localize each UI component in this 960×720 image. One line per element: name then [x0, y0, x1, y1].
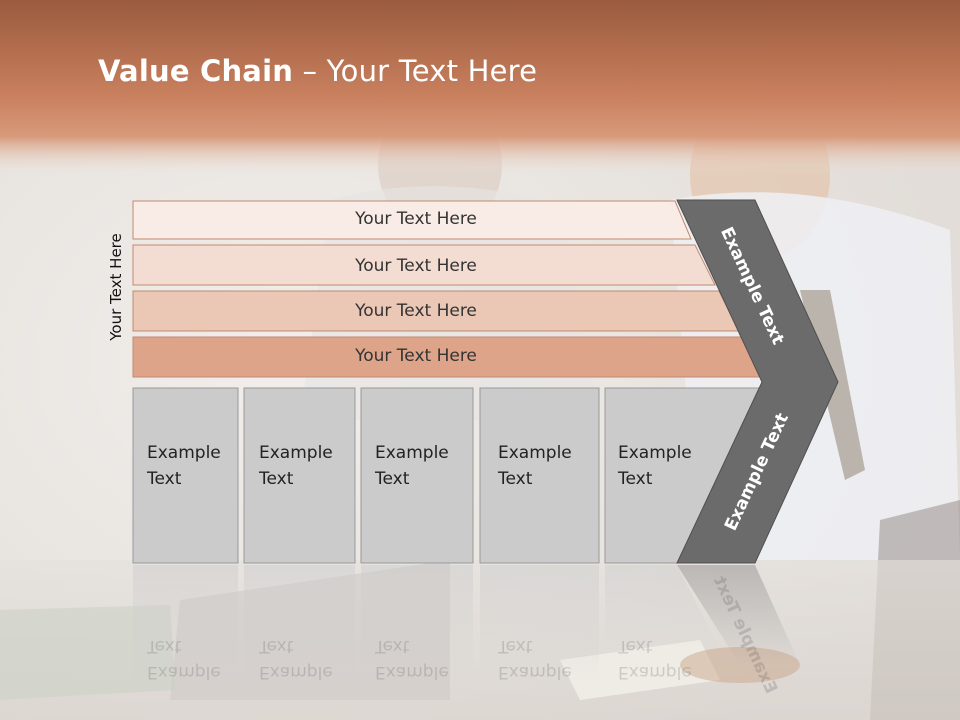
activity-box-3 — [360, 387, 474, 564]
box-reflection-label-4-line1: Example — [498, 662, 572, 682]
box-reflection-5 — [605, 565, 720, 650]
activity-box-4 — [479, 387, 600, 564]
bar-1 — [132, 200, 692, 240]
title-rest: – Your Text Here — [293, 54, 538, 88]
box-reflection-label-5: Example Text — [618, 633, 692, 685]
box-label-1-line2: Text — [147, 469, 182, 489]
box-label-3-line1: Example — [375, 443, 449, 463]
bar-label-4: Your Text Here — [355, 346, 477, 366]
bar-label-2: Your Text Here — [355, 256, 477, 276]
bar-2 — [132, 244, 716, 286]
box-label-3-line2: Text — [375, 469, 410, 489]
box-reflection-label-5-line2: Text — [618, 636, 653, 656]
box-reflection-label-4-line2: Text — [498, 636, 533, 656]
box-reflection-3 — [361, 565, 473, 685]
box-reflection-label-1: Example Text — [147, 633, 221, 685]
slide-title: Value Chain – Your Text Here — [98, 54, 537, 88]
box-reflection-2 — [244, 565, 355, 685]
box-label-4-line2: Text — [498, 469, 533, 489]
box-reflection-1 — [133, 565, 238, 685]
box-label-1-line1: Example — [147, 443, 221, 463]
box-label-2-line1: Example — [259, 443, 333, 463]
box-reflection-label-1-line2: Text — [147, 636, 182, 656]
bar-label-3: Your Text Here — [355, 301, 477, 321]
activity-box-1 — [132, 387, 239, 564]
box-reflection-label-4: Example Text — [498, 633, 572, 685]
bar-label-1: Your Text Here — [355, 209, 477, 229]
title-bold: Value Chain — [98, 54, 294, 88]
box-label-4-line1: Example — [498, 443, 572, 463]
box-label-2-line2: Text — [259, 469, 294, 489]
box-reflection-label-3: Example Text — [375, 633, 449, 685]
box-reflection-label-1-line1: Example — [147, 662, 221, 682]
box-reflection-label-3-line1: Example — [375, 662, 449, 682]
chevron-reflection — [677, 565, 800, 665]
box-reflection-label-5-line1: Example — [618, 662, 692, 682]
box-reflection-label-2-line2: Text — [259, 636, 294, 656]
box-label-5-line1: Example — [618, 443, 692, 463]
margin-chevron-arrow — [676, 199, 839, 564]
box-reflection-label-3-line2: Text — [375, 636, 410, 656]
box-label-5-line2: Text — [618, 469, 653, 489]
activity-box-2 — [243, 387, 356, 564]
box-reflection-label-2: Example Text — [259, 633, 333, 685]
box-reflection-label-2-line1: Example — [259, 662, 333, 682]
box-reflection-4 — [480, 565, 599, 685]
